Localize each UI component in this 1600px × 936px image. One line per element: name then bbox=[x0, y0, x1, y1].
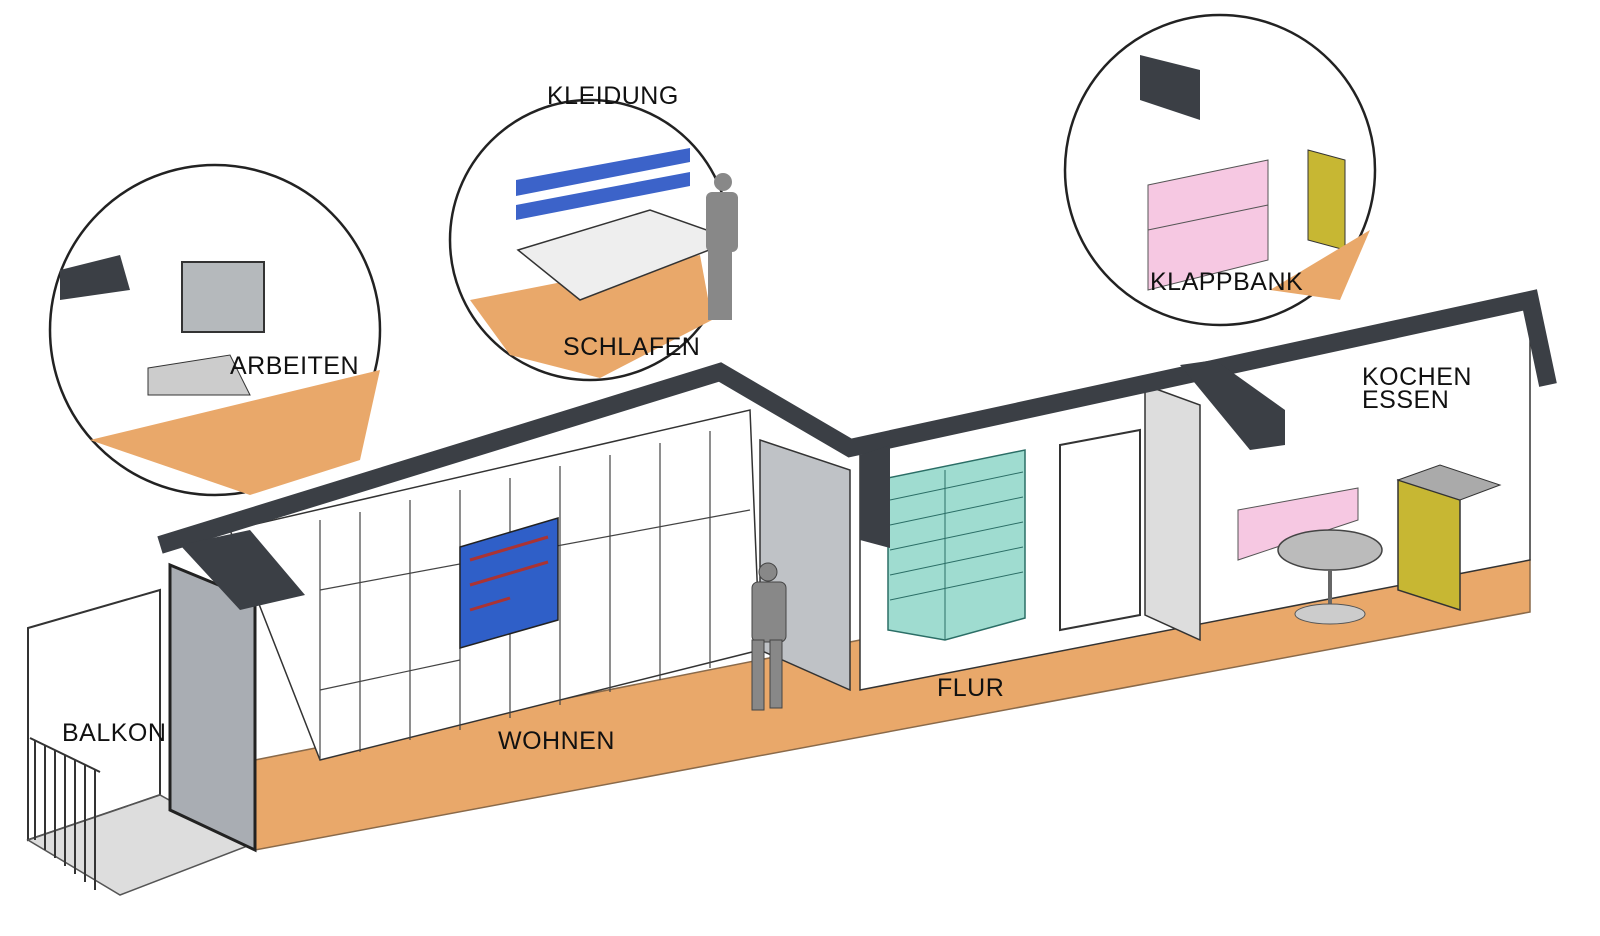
roof-band bbox=[157, 289, 1557, 554]
inset-klappbank bbox=[1063, 13, 1377, 327]
label-schlafen: SCHLAFEN bbox=[563, 333, 701, 361]
label-klappbank: KLAPPBANK bbox=[1150, 268, 1304, 296]
hall-shelf bbox=[887, 449, 1026, 641]
person-silhouette bbox=[751, 562, 787, 711]
kitchen-partition bbox=[1144, 383, 1201, 642]
inset-arbeiten bbox=[48, 163, 382, 497]
label-flur: FLUR bbox=[937, 674, 1005, 702]
label-kleidung: KLEIDUNG bbox=[547, 82, 679, 110]
inset-schlafen bbox=[448, 98, 738, 382]
door bbox=[1059, 428, 1141, 632]
label-arbeiten: ARBEITEN bbox=[230, 352, 360, 380]
fold-bench bbox=[1237, 487, 1359, 561]
dining-table bbox=[1277, 529, 1383, 571]
label-kochen: KOCHEN bbox=[1362, 363, 1472, 391]
label-wohnen: WOHNEN bbox=[498, 727, 615, 755]
label-essen: ESSEN bbox=[1362, 386, 1450, 414]
kitchen-cabinet bbox=[1397, 478, 1461, 612]
label-balkon: BALKON bbox=[62, 719, 167, 747]
bookshelf bbox=[459, 516, 559, 649]
